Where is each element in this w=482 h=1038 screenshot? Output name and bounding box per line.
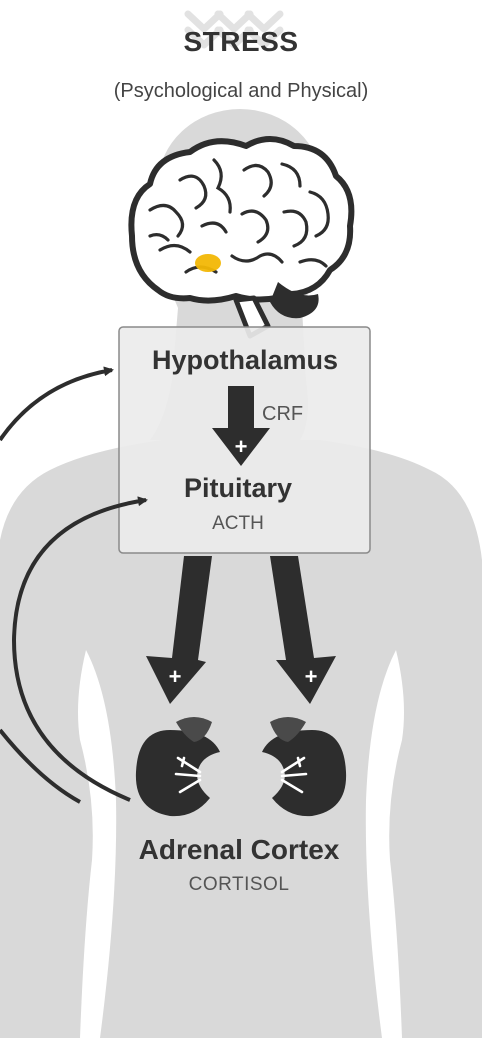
acth-arrow-right bbox=[270, 556, 336, 704]
stress-title: STRESS bbox=[183, 26, 299, 57]
cortisol-label: CORTISOL bbox=[188, 874, 290, 895]
acth-label: ACTH bbox=[212, 513, 264, 534]
acth-left-stimulation-sign: + bbox=[169, 664, 182, 689]
crf-stimulation-sign: + bbox=[235, 434, 248, 459]
pituitary-label: Pituitary bbox=[183, 473, 293, 503]
stress-subtitle: (Psychological and Physical) bbox=[113, 80, 369, 102]
kidney-right bbox=[262, 717, 347, 817]
hypothalamus-highlight bbox=[195, 254, 221, 272]
stress-chevrons bbox=[184, 10, 284, 49]
brain-illustration bbox=[128, 136, 355, 339]
acth-right-stimulation-sign: + bbox=[305, 664, 318, 689]
feedback-arrow-to-pituitary bbox=[11, 496, 148, 802]
hypothalamus-label: Hypothalamus bbox=[151, 345, 339, 375]
acth-arrow-left bbox=[146, 556, 212, 704]
crf-arrow bbox=[212, 386, 270, 466]
feedback-arrow-to-hypothalamus bbox=[0, 366, 114, 804]
adrenal-cortex-label: Adrenal Cortex bbox=[138, 834, 340, 865]
crf-label: CRF bbox=[262, 403, 304, 425]
kidney-left bbox=[135, 717, 220, 817]
